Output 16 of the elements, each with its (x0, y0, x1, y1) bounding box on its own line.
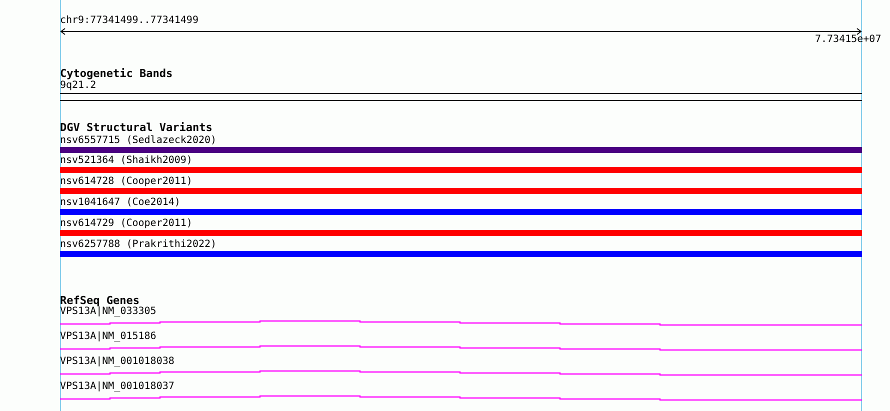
variant-label: nsv1041647 (Coe2014) (60, 197, 180, 209)
variant-label: nsv6257788 (Prakrithi2022) (60, 239, 217, 251)
track-title: DGV Structural Variants (60, 122, 212, 134)
track-title: Cytogenetic Bands (60, 68, 173, 80)
band-label: 9q21.2 (60, 80, 96, 92)
tick-label: 7.73415e+07 (815, 34, 882, 46)
transcript-label: VPS13A|NM_033305 (60, 306, 156, 318)
variant-label: nsv614729 (Cooper2011) (60, 218, 192, 230)
coordinate-label: chr9:77341499..77341499 (60, 15, 198, 27)
variant-label: nsv521364 (Shaikh2009) (60, 155, 192, 167)
transcript-label: VPS13A|NM_015186 (60, 331, 156, 343)
transcript-label: VPS13A|NM_001018038 (60, 356, 174, 368)
variant-label: nsv614728 (Cooper2011) (60, 176, 192, 188)
transcript-label: VPS13A|NM_001018037 (60, 381, 174, 393)
track-title: RefSeq Genes (60, 295, 140, 307)
variant-label: nsv6557715 (Sedlazeck2020) (60, 135, 217, 147)
